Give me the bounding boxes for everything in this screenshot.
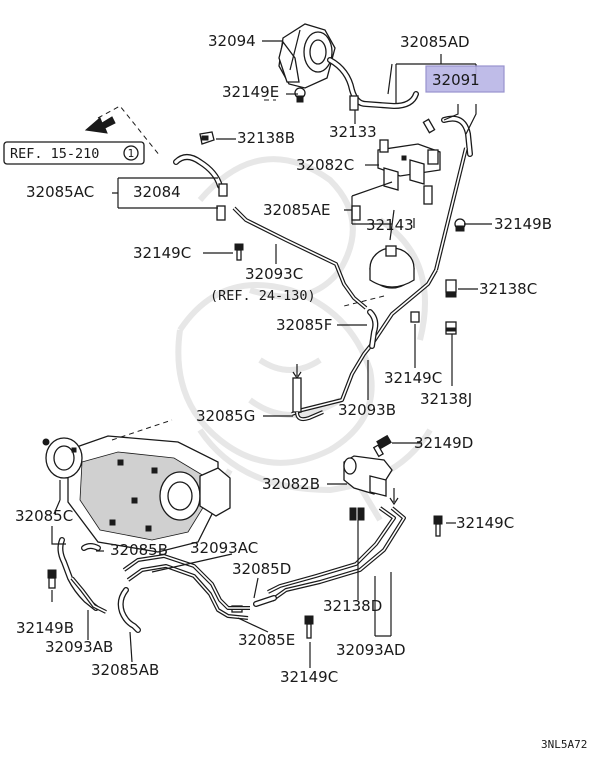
label-32085F[interactable]: 32085F [276,316,332,334]
label-32085G[interactable]: 32085G [196,407,255,425]
part-labels: 32094 32085AD 32091 32149E 32133 32138B … [15,32,552,686]
label-32094[interactable]: 32094 [208,32,256,50]
label-32138D[interactable]: 32138D [323,597,382,615]
part-32093AC-pipe[interactable] [122,554,250,620]
label-32149E[interactable]: 32149E [222,83,279,101]
label-32085C[interactable]: 32085C [15,507,73,525]
label-32138B[interactable]: 32138B [237,129,295,147]
part-32093AD-pipe[interactable] [267,506,406,602]
label-32149B-bottom[interactable]: 32149B [16,619,74,637]
part-32085AB-hose[interactable] [117,587,141,633]
label-32082C[interactable]: 32082C [296,156,354,174]
part-32138J-clip[interactable] [445,321,457,335]
label-32143[interactable]: 32143 [366,216,414,234]
label-32084[interactable]: 32084 [133,183,181,201]
part-32085C-hose[interactable] [57,537,99,611]
part-32085AC-hose-end[interactable] [216,205,226,221]
ref-15-210-box[interactable]: REF. 15-210 1 [3,141,145,165]
part-32085D-hose[interactable] [253,595,277,607]
part-32143-vacuum-tank[interactable] [369,209,415,289]
part-32093AB-pipe[interactable] [70,576,107,614]
label-32093C[interactable]: 32093C [245,265,303,283]
part-32149C-bolt-b[interactable] [410,311,420,323]
part-32094-canister[interactable] [278,23,336,89]
label-32085AB[interactable]: 32085AB [91,661,159,679]
ref-arrow-icon [84,116,116,134]
label-32149D[interactable]: 32149D [414,434,473,452]
part-32149B-clip-bottom[interactable] [47,569,57,589]
label-32093AB[interactable]: 32093AB [45,638,113,656]
part-32085AE-hose[interactable] [351,185,433,221]
label-32149C-a[interactable]: 32149C [133,244,191,262]
label-32138C[interactable]: 32138C [479,280,537,298]
part-32149C-bolt-a[interactable] [234,243,244,261]
label-32093AC[interactable]: 32093AC [190,539,258,557]
part-32133-joint[interactable] [349,95,359,111]
part-32085F-hose[interactable] [367,309,379,349]
label-32093AD[interactable]: 32093AD [336,641,406,659]
label-32093B[interactable]: 32093B [338,401,396,419]
label-32149B-top[interactable]: 32149B [494,215,552,233]
label-32085D[interactable]: 32085D [232,560,291,578]
label-32138J[interactable]: 32138J [420,390,472,408]
label-32085AE[interactable]: 32085AE [263,201,330,219]
ref-15-210-label: REF. 15-210 [10,146,99,162]
part-32138B-clip[interactable] [199,131,215,145]
diagram-code: 3NL5A72 [541,738,587,751]
part-32091-hose[interactable] [422,115,473,157]
label-32085AD-top[interactable]: 32085AD [400,33,470,51]
ref-15-210-circle-number: 1 [128,147,135,160]
part-32085B-hose[interactable] [81,543,101,551]
label-32149C-d[interactable]: 32149C [280,668,338,686]
part-32149C-bolt-d[interactable] [304,615,314,639]
part-32085G-fitting[interactable] [292,364,324,422]
label-32085AC[interactable]: 32085AC [26,183,94,201]
label-32133[interactable]: 32133 [329,123,377,141]
label-32149C-b[interactable]: 32149C [384,369,442,387]
label-32149C-c[interactable]: 32149C [456,514,514,532]
part-32138D-clip[interactable] [349,507,365,521]
part-32082C-valve[interactable] [377,139,441,191]
part-32138C-clip[interactable] [445,279,457,298]
part-32082B-valve[interactable] [343,455,399,506]
part-32149D-bolt[interactable] [372,434,392,458]
leader-lines [51,40,492,668]
label-32091[interactable]: 32091 [432,71,480,89]
transfer-case-illustration [42,435,231,553]
part-32084-connector[interactable] [218,183,228,197]
part-32149B-clip-top[interactable] [454,218,466,232]
part-32149E-clip[interactable] [294,87,306,103]
label-32082B[interactable]: 32082B [262,475,320,493]
ref-24-130-label[interactable]: (REF. 24-130) [210,288,316,304]
part-32093C-pipe[interactable] [232,206,368,310]
label-32085B[interactable]: 32085B [110,541,168,559]
part-32149C-bolt-c[interactable] [433,515,443,537]
label-32085E[interactable]: 32085E [238,631,295,649]
part-32093B-pipe[interactable] [291,147,468,416]
highlight-box [425,65,505,93]
